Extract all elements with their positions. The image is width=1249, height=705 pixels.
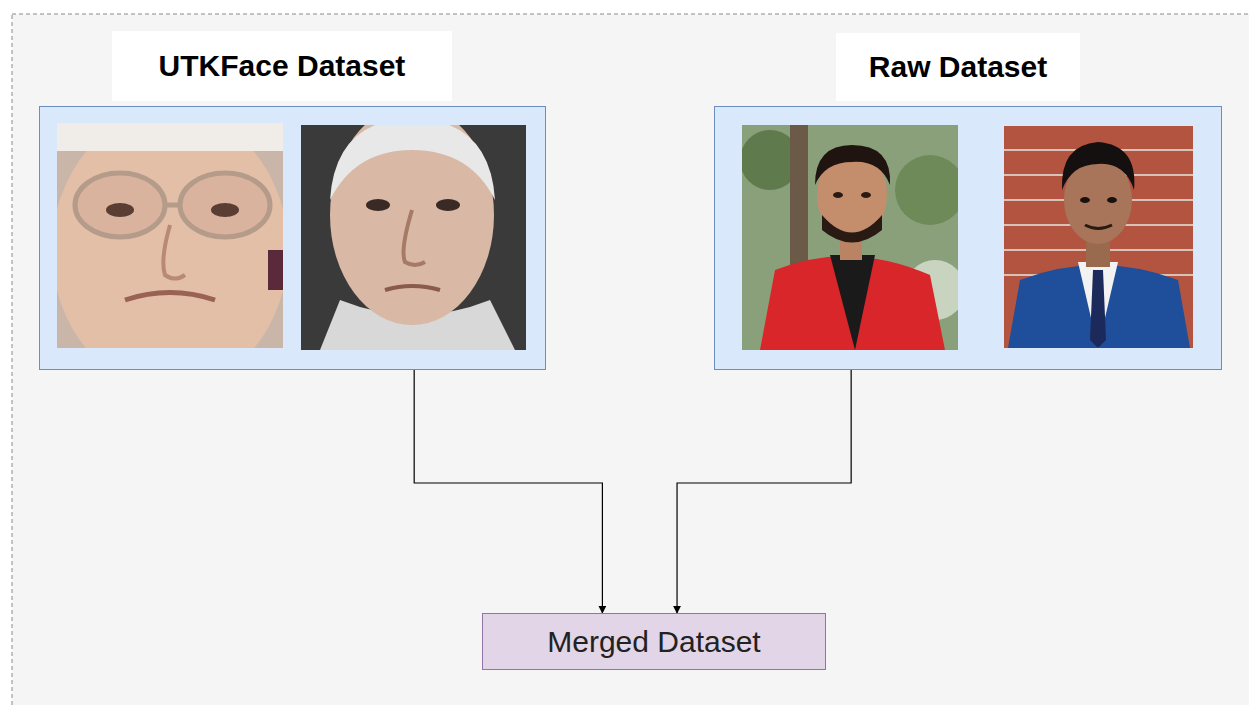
face-photo [52,110,288,390]
dataset-heading: Raw Dataset [836,33,1080,101]
process-box: Merged Dataset [482,613,826,670]
face-photo [301,105,526,350]
dataset-box: UTKFace Dataset [39,106,546,370]
box-fill [714,106,1222,370]
arrow-connector [677,370,851,613]
portrait-photo [740,125,965,350]
outer-frame [12,14,1249,705]
arrow-connector [414,370,602,613]
portrait-photo [1004,126,1193,348]
dataset-heading: UTKFace Dataset [112,31,452,101]
dataset-box: Raw Dataset [714,106,1222,370]
box-fill [482,613,826,670]
box-label: Merged Dataset [547,625,760,659]
